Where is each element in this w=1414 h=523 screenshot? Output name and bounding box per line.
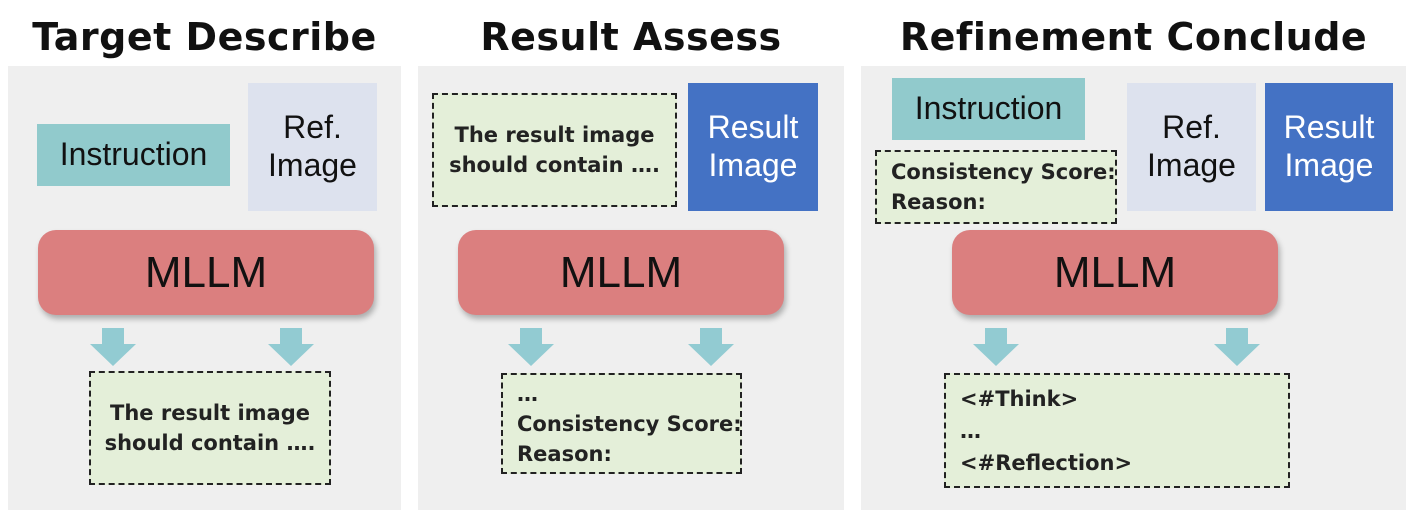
- output-line-2: …: [960, 418, 981, 443]
- instruction-box: Instruction: [37, 124, 230, 186]
- instruction-label: Instruction: [59, 136, 208, 173]
- instruction-box: Instruction: [892, 78, 1085, 140]
- output-text-box: … Consistency Score: Reason:: [501, 373, 742, 474]
- down-arrow-right: [268, 328, 314, 366]
- mllm-box: MLLM: [38, 230, 374, 315]
- ref-image-box: Ref. Image: [1127, 83, 1256, 211]
- ref-image-label-line2: Image: [268, 147, 357, 183]
- title-target-describe: Target Describe: [32, 15, 377, 59]
- mllm-label: MLLM: [559, 247, 683, 297]
- input-line-1: The result image: [454, 123, 655, 147]
- instruction-label: Instruction: [914, 90, 1063, 127]
- title-refinement-conclude: Refinement Conclude: [899, 15, 1368, 59]
- panel-refinement-conclude: Instruction Consistency Score: Reason: R…: [861, 66, 1406, 510]
- down-arrow-left: [973, 328, 1019, 366]
- input-line-2: Reason:: [891, 190, 986, 214]
- output-line-3: Reason:: [517, 441, 612, 466]
- mllm-label: MLLM: [1053, 247, 1177, 297]
- down-arrow-left: [90, 328, 136, 366]
- input-line-1: Consistency Score:: [891, 160, 1116, 184]
- ref-image-label-line1: Ref.: [1162, 109, 1221, 146]
- input-text-box: The result image should contain ….: [432, 93, 677, 207]
- output-line-2: Consistency Score:: [517, 411, 742, 436]
- result-image-label-line1: Result: [707, 109, 799, 146]
- result-image-label-line1: Result: [1283, 109, 1375, 146]
- output-line-3: <#Reflection>: [960, 450, 1133, 475]
- mllm-label: MLLM: [144, 247, 268, 297]
- ref-image-box: Ref. Image: [248, 83, 377, 211]
- input-text-box: Consistency Score: Reason:: [875, 150, 1117, 224]
- ref-image-label-line1: Ref.: [283, 109, 342, 146]
- output-line-1: …: [517, 381, 538, 406]
- input-line-2: should contain ….: [449, 153, 660, 177]
- down-arrow-right: [688, 328, 734, 366]
- mllm-box: MLLM: [952, 230, 1278, 315]
- panel-result-assess: The result image should contain …. Resul…: [418, 66, 844, 510]
- output-text-box: <#Think> … <#Reflection>: [944, 373, 1290, 488]
- output-text-box: The result image should contain ….: [89, 371, 331, 485]
- mllm-box: MLLM: [458, 230, 784, 315]
- down-arrow-left: [508, 328, 554, 366]
- down-arrow-right: [1214, 328, 1260, 366]
- ref-image-label-line2: Image: [1147, 147, 1236, 183]
- result-image-box: Result Image: [688, 83, 818, 211]
- output-line-2: should contain ….: [104, 431, 316, 455]
- result-image-box: Result Image: [1265, 83, 1393, 211]
- output-line-1: The result image: [110, 401, 310, 425]
- panel-target-describe: Instruction Ref. Image MLLM The result i…: [8, 66, 401, 510]
- title-result-assess: Result Assess: [480, 15, 782, 59]
- output-line-1: <#Think>: [960, 386, 1079, 411]
- result-image-label-line2: Image: [1284, 147, 1374, 183]
- result-image-label-line2: Image: [708, 147, 798, 183]
